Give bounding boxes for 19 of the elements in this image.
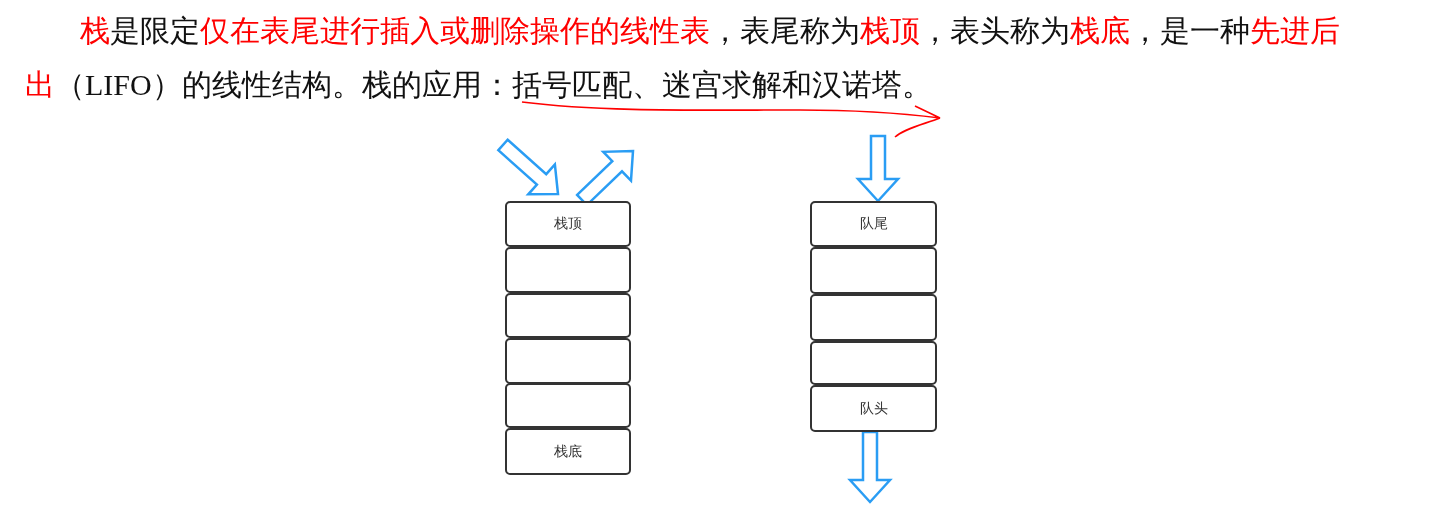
labeled-cell [810,201,937,247]
stack-cell [505,293,631,338]
labeled-cell [505,428,631,475]
labeled-cell [810,385,937,432]
cell-label: 队尾 [859,215,888,233]
stack-cell [505,247,631,293]
stack-cell [505,383,631,428]
cell-label: 队头 [859,399,888,418]
stack-cell [505,338,631,384]
block-arrow [855,134,901,203]
labeled-cell [505,201,631,247]
block-arrow [847,430,893,504]
stack-cell [810,341,937,385]
cell-label: 栈顶 [554,215,582,233]
block-arrow [496,138,560,196]
stack-cell [810,294,937,341]
cell-label: 栈底 [554,442,582,461]
stack-cell [810,247,937,294]
paragraph-text: 栈是限定仅在表尾进行插入或删除操作的线性表，表尾称为栈顶，表头称为栈底，是一种先进后出（LIFO）的线性结构。栈的应用：括号匹配、迷宫求解和汉诺塔。 [25,13,1341,103]
